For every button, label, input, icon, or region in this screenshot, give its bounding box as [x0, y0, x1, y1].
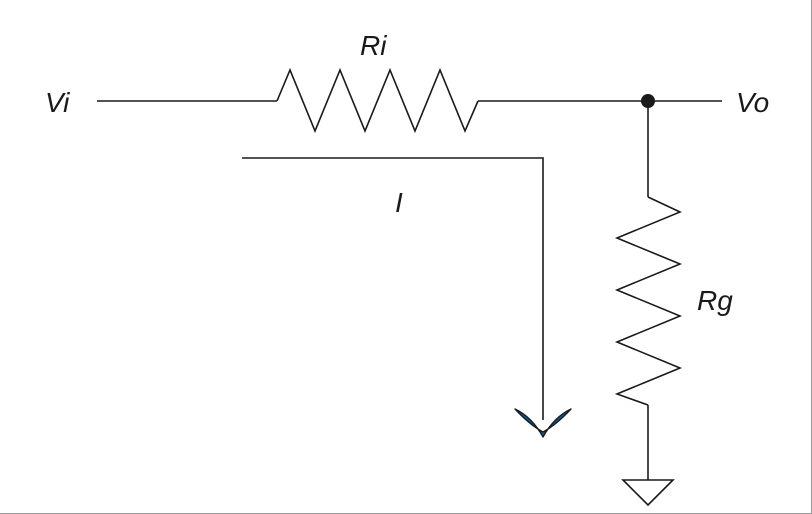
ground-icon [621, 479, 675, 507]
ground-resistor-label: Rg [697, 285, 733, 316]
input-voltage-label: Vi [45, 87, 70, 118]
output-voltage-label: Vo [736, 87, 769, 118]
current-arrow-line [242, 157, 544, 420]
input-resistor-icon [276, 67, 479, 134]
input-resistor-label: Ri [360, 30, 387, 61]
current-label: I [395, 187, 403, 218]
current-arrowhead-icon [514, 408, 572, 438]
ground-resistor-icon [614, 196, 683, 406]
